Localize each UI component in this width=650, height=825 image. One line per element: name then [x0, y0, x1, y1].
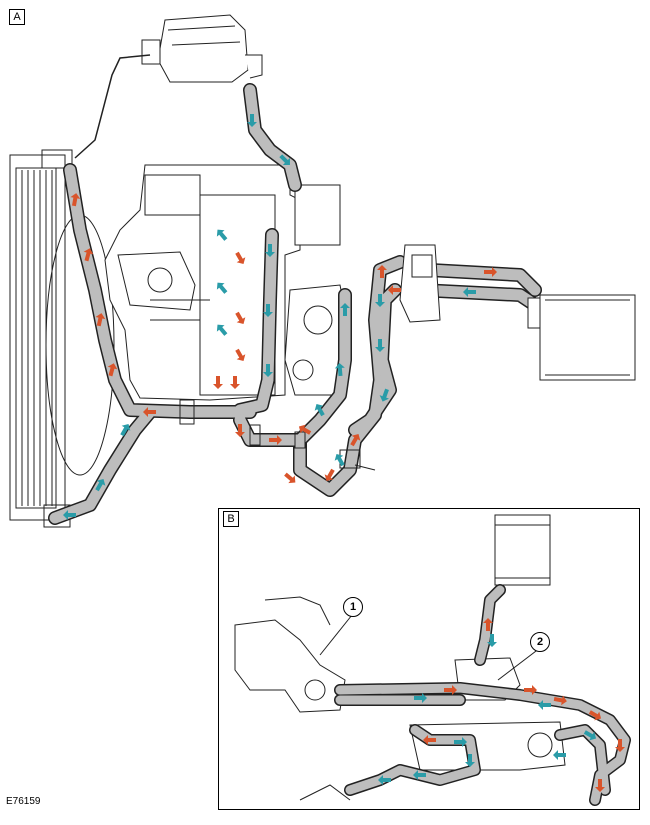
panel-b-frame [218, 508, 640, 810]
arrow-cold-coolant-icon [216, 282, 228, 294]
arrow-hot-coolant-icon [324, 468, 335, 482]
arrow-hot-coolant-icon [235, 424, 245, 437]
arrow-cold-coolant-icon [334, 453, 345, 467]
arrow-cold-coolant-icon [414, 693, 427, 703]
panel-b-artwork [234, 514, 631, 806]
arrow-hot-coolant-icon [484, 267, 497, 277]
arrow-cold-coolant-icon [279, 154, 290, 165]
arrow-cold-coolant-icon [95, 478, 106, 492]
arrow-hot-coolant-icon [235, 311, 246, 325]
arrow-cold-coolant-icon [379, 388, 390, 402]
arrow-hot-coolant-icon [213, 376, 223, 389]
arrow-cold-coolant-icon [216, 324, 228, 336]
arrow-hot-coolant-icon [83, 248, 94, 262]
arrow-hot-coolant-icon [524, 685, 537, 695]
heater-core-a [527, 294, 636, 381]
arrow-hot-coolant-icon [483, 618, 493, 631]
arrow-hot-coolant-icon [95, 313, 106, 327]
arrow-hot-coolant-icon [377, 265, 387, 278]
arrow-cold-coolant-icon [378, 775, 391, 785]
arrow-cold-coolant-icon [413, 770, 426, 780]
arrow-cold-coolant-icon [463, 287, 476, 297]
arrow-hot-coolant-icon [423, 735, 436, 745]
arrow-cold-coolant-icon [314, 403, 325, 417]
arrow-hot-coolant-icon [143, 407, 156, 417]
panel-b-label: B [223, 511, 239, 527]
arrow-hot-coolant-icon [350, 433, 361, 447]
arrow-hot-coolant-icon [269, 435, 282, 445]
arrow-cold-coolant-icon [63, 510, 76, 520]
arrow-cold-coolant-icon [538, 700, 551, 710]
arrow-hot-coolant-icon [298, 424, 312, 435]
arrow-hot-coolant-icon [284, 472, 296, 484]
heater-valve-a [399, 244, 441, 323]
arrow-hot-coolant-icon [70, 193, 81, 207]
arrow-hot-coolant-icon [444, 685, 457, 695]
arrow-cold-coolant-icon [334, 363, 345, 377]
arrow-hot-coolant-icon [230, 376, 240, 389]
callout-2: 2 [530, 632, 550, 652]
arrow-cold-coolant-icon [465, 754, 475, 767]
thermostat-housing [284, 184, 346, 396]
arrow-hot-coolant-icon [235, 251, 246, 265]
arrow-hot-coolant-icon [615, 739, 625, 752]
vent-hose [74, 54, 151, 159]
reference-code: E76159 [6, 796, 41, 807]
arrow-hot-coolant-icon [107, 363, 118, 377]
arrow-cold-coolant-icon [120, 423, 131, 437]
arrow-cold-coolant-icon [375, 294, 385, 307]
heater-core-b [494, 514, 551, 586]
arrow-cold-coolant-icon [375, 339, 385, 352]
arrow-cold-coolant-icon [583, 730, 597, 741]
arrow-cold-coolant-icon [487, 634, 497, 647]
arrow-cold-coolant-icon [247, 114, 257, 127]
arrow-cold-coolant-icon [553, 750, 566, 760]
arrow-hot-coolant-icon [388, 285, 401, 295]
arrow-hot-coolant-icon [553, 695, 567, 706]
arrow-cold-coolant-icon [263, 304, 273, 317]
engine-block [104, 164, 301, 401]
arrow-cold-coolant-icon [263, 364, 273, 377]
callout-1: 1 [343, 597, 363, 617]
auxiliary-pump [234, 596, 346, 713]
arrow-cold-coolant-icon [216, 229, 228, 241]
arrow-cold-coolant-icon [265, 244, 275, 257]
arrow-cold-coolant-icon [340, 303, 350, 316]
flow-arrows-layer [63, 114, 625, 792]
arrow-hot-coolant-icon [588, 710, 602, 721]
radiator [9, 149, 115, 528]
arrow-hot-coolant-icon [235, 348, 246, 362]
arrow-hot-coolant-icon [595, 779, 605, 792]
panel-a-label: A [9, 9, 25, 25]
arrow-cold-coolant-icon [454, 737, 467, 747]
expansion-tank [141, 14, 263, 83]
